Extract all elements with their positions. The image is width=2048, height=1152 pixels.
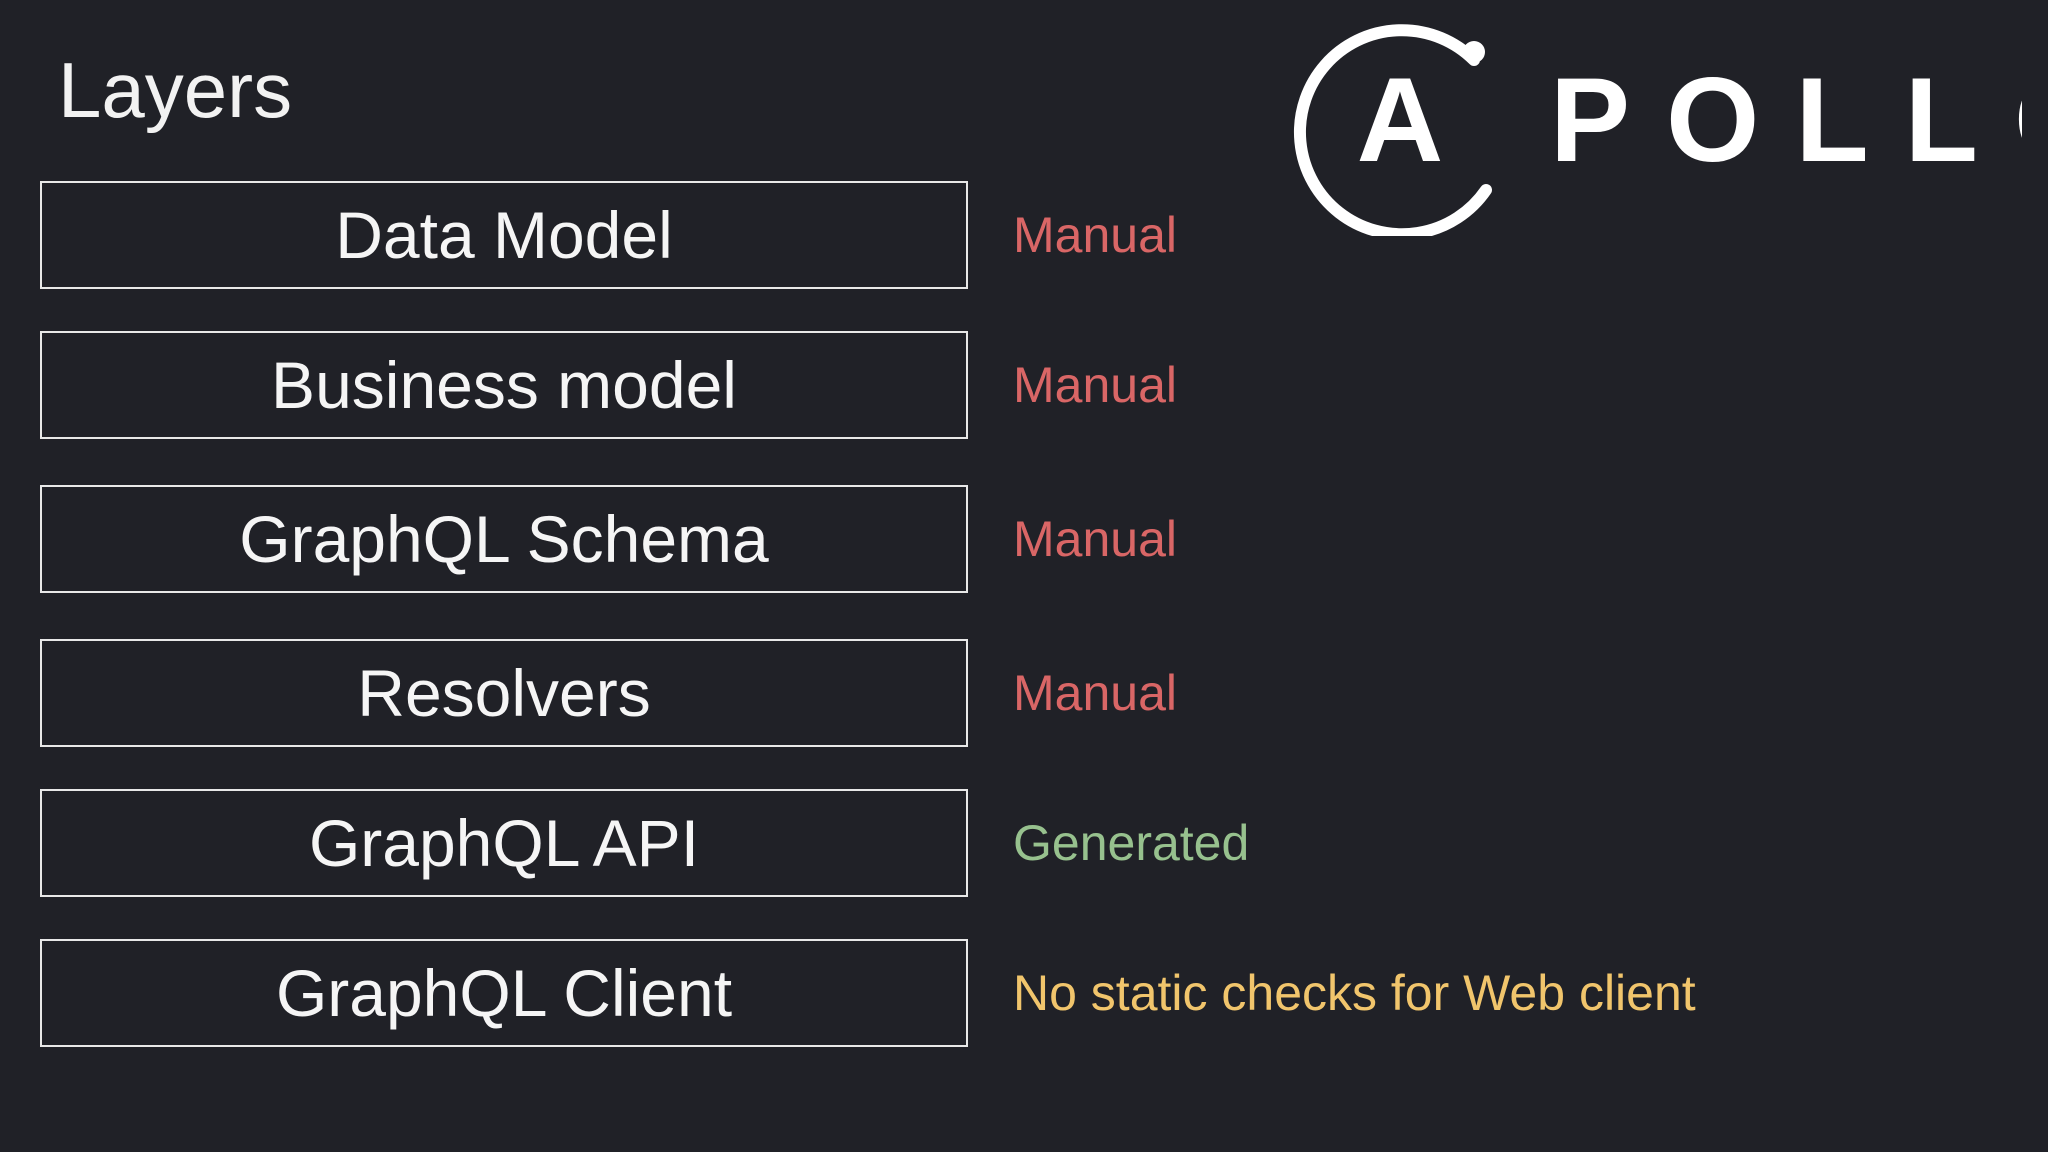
apollo-ring-icon [1293, 24, 1492, 236]
layer-row: GraphQL API Generated [40, 789, 2000, 897]
layer-box: GraphQL Client [40, 939, 968, 1047]
layer-status: Manual [1013, 207, 1177, 263]
apollo-wordmark: POLLO [1550, 53, 2022, 187]
layer-row: GraphQL Schema Manual [40, 485, 2000, 593]
layer-status: No static checks for Web client [1013, 965, 1696, 1021]
layer-row: Business model Manual [40, 331, 2000, 439]
apollo-logo: A POLLO [1293, 24, 2022, 236]
layer-box: GraphQL Schema [40, 485, 968, 593]
layer-box: Data Model [40, 181, 968, 289]
layer-row: Data Model Manual [40, 181, 2000, 289]
layer-status: Generated [1013, 815, 1250, 871]
layer-row: GraphQL Client No static checks for Web c… [40, 939, 2000, 1047]
layer-status: Manual [1013, 511, 1177, 567]
slide-title: Layers [58, 46, 293, 134]
layer-box: Resolvers [40, 639, 968, 747]
apollo-letter-a: A [1357, 53, 1444, 187]
layer-box: Business model [40, 331, 968, 439]
layer-box: GraphQL API [40, 789, 968, 897]
layer-status: Manual [1013, 357, 1177, 413]
layer-row: Resolvers Manual [40, 639, 2000, 747]
layer-status: Manual [1013, 665, 1177, 721]
